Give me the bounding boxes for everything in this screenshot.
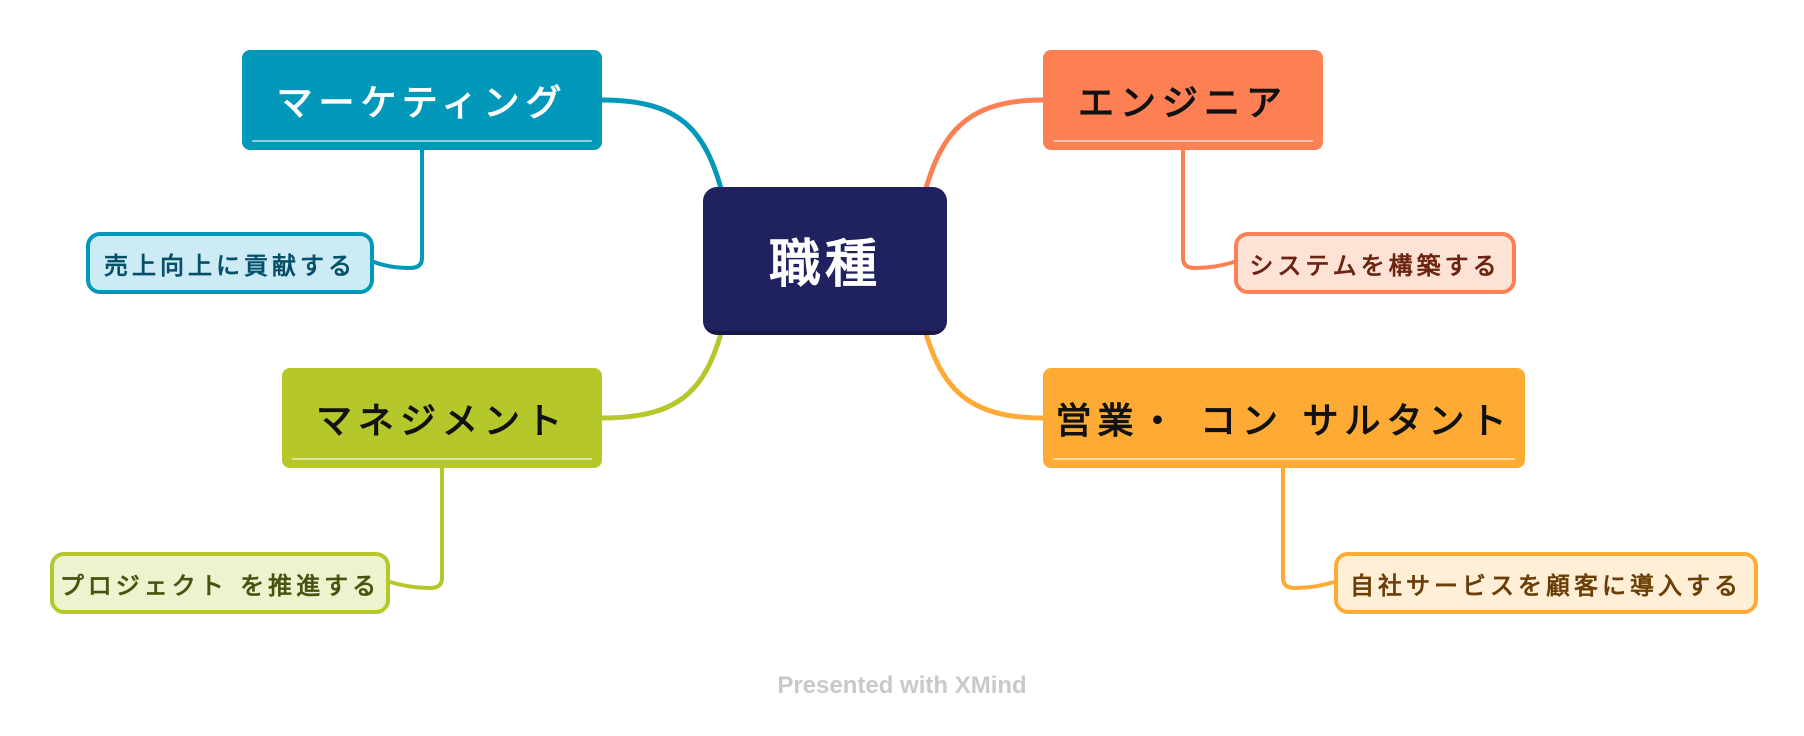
topic-marketing[interactable]: マーケティング [242,50,602,150]
link-central-management [599,327,725,421]
topic-engineer-highlight [1053,140,1313,142]
link-engineer-sub [1181,148,1236,271]
link-marketing-sub [372,148,424,271]
topic-marketing-highlight [252,140,592,142]
subtopic-marketing[interactable]: 売上向上に貢献する [86,232,374,294]
topic-marketing-label: マーケティング [276,83,568,124]
link-central-marketing [599,97,725,195]
topic-management-highlight [292,458,592,460]
subtopic-management-label: プロジェクト を推進する [59,571,381,600]
topic-engineer[interactable]: エンジニア [1043,50,1323,150]
topic-management[interactable]: マネジメント [282,368,602,468]
xmind-footer: Presented with XMind [777,672,1027,699]
topic-management-label: マネジメント [315,401,568,442]
central-topic[interactable]: 職種 [703,187,947,335]
subtopic-engineer-label: システムを構築する [1249,251,1501,280]
link-management-sub [388,466,444,591]
subtopic-sales[interactable]: 自社サービスを顧客に導入する [1334,552,1758,614]
subtopic-management[interactable]: プロジェクト を推進する [50,552,390,614]
subtopic-sales-label: 自社サービスを顧客に導入する [1350,571,1742,600]
topic-sales-highlight [1053,458,1515,460]
link-central-engineer [922,97,1046,195]
subtopic-engineer[interactable]: システムを構築する [1234,232,1516,294]
topic-sales[interactable]: 営業・ コン サルタント [1043,368,1525,468]
link-central-sales [922,327,1046,421]
topic-sales-label: 営業・ コン サルタント [1055,401,1513,442]
subtopic-marketing-label: 売上向上に貢献する [104,251,356,280]
link-sales-sub [1281,466,1336,591]
central-topic-label: 職種 [768,234,881,295]
topic-engineer-label: エンジニア [1077,83,1288,124]
